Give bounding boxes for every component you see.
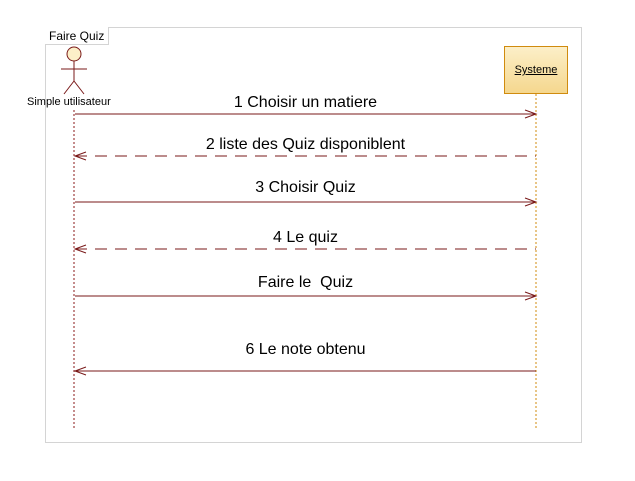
sequence-frame — [45, 27, 582, 443]
message-lines — [73, 109, 538, 376]
message-label: Faire le Quiz — [257, 274, 354, 291]
message-label: 3 Choisir Quiz — [255, 179, 356, 196]
message-label: 1 Choisir un matiere — [233, 94, 378, 111]
frame-title: Faire Quiz — [45, 27, 110, 45]
system-label: Systeme — [514, 64, 558, 76]
arrowhead-icon — [73, 366, 87, 376]
stick-figure-icon — [61, 46, 87, 95]
message-label: 4 Le quiz — [273, 229, 338, 246]
arrowhead-icon — [524, 197, 538, 207]
arrowhead-icon — [73, 244, 87, 254]
message-label: 2 liste des Quiz disponiblent — [205, 136, 406, 153]
message-label: 6 Le note obtenu — [245, 341, 366, 358]
actor-label: Simple utilisateur — [27, 96, 111, 108]
arrowhead-icon — [524, 109, 538, 119]
system-lifeline-head: Systeme — [504, 46, 568, 94]
arrowhead-icon — [524, 291, 538, 301]
arrowhead-icon — [73, 151, 87, 161]
